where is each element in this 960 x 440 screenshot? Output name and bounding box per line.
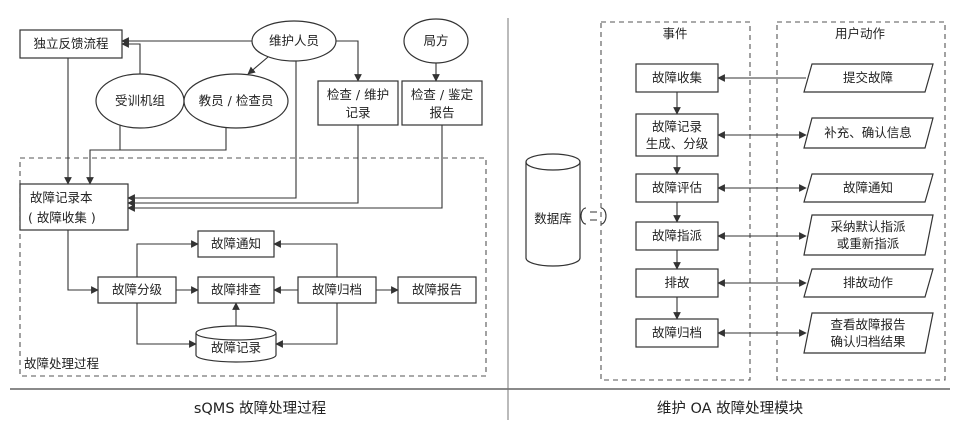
right-caption: 维护 OA 故障处理模块 (657, 399, 804, 417)
svg-text:故障通知: 故障通知 (843, 180, 893, 195)
svg-text:故障归档: 故障归档 (652, 325, 702, 340)
action-assign: 采纳默认指派 或重新指派 (803, 214, 934, 256)
svg-text:故障分级: 故障分级 (112, 282, 163, 297)
action-view-report: 查看故障报告 确认归档结果 (803, 312, 934, 354)
svg-text:故障收集: 故障收集 (652, 70, 703, 85)
svg-text:故障评估: 故障评估 (652, 180, 702, 195)
user-actions-header: 用户动作 (835, 26, 886, 41)
svg-text:( 故障收集 ): ( 故障收集 ) (28, 210, 96, 225)
svg-text:维护人员: 维护人员 (269, 33, 319, 48)
svg-text:检查 / 维护: 检查 / 维护 (327, 87, 389, 102)
svg-text:故障通知: 故障通知 (211, 236, 261, 251)
event-fault-collect: 故障收集 (635, 63, 719, 93)
events-column (600, 21, 751, 381)
svg-text:报告: 报告 (429, 105, 454, 120)
fault-report-box: 故障报告 (397, 276, 477, 304)
event-fault-archive: 故障归档 (635, 318, 719, 348)
svg-text:生成、分级: 生成、分级 (646, 136, 709, 151)
svg-text:排故: 排故 (664, 275, 690, 290)
independent-feedback-box: 独立反馈流程 (19, 29, 123, 59)
svg-text:补充、确认信息: 补充、确认信息 (824, 125, 912, 140)
action-event-arrows (717, 74, 807, 337)
maintenance-staff-node: 维护人员 (251, 20, 337, 62)
svg-text:提交故障: 提交故障 (843, 70, 893, 85)
svg-text:故障指派: 故障指派 (652, 228, 703, 243)
link-icon (580, 207, 607, 225)
check-report-box: 检查 / 鉴定 报告 (401, 80, 483, 126)
events-header: 事件 (662, 26, 687, 41)
fault-record-book-box: 故障记录本 ( 故障收集 ) (19, 183, 129, 231)
trained-crew-node: 受训机组 (95, 73, 185, 129)
svg-text:局方: 局方 (423, 33, 448, 48)
svg-text:确认归档结果: 确认归档结果 (830, 334, 906, 349)
fault-archive-box: 故障归档 (297, 276, 377, 304)
left-caption: sQMS 故障处理过程 (194, 399, 326, 417)
svg-text:检查 / 鉴定: 检查 / 鉴定 (411, 87, 473, 102)
instructor-node: 教员 / 检查员 (183, 73, 289, 129)
event-troubleshoot: 排故 (635, 268, 719, 298)
database-node: 数据库 (525, 153, 581, 267)
svg-text:故障排查: 故障排查 (211, 282, 262, 297)
svg-text:教员 / 检查员: 教员 / 检查员 (199, 93, 274, 108)
svg-text:数据库: 数据库 (534, 211, 572, 226)
svg-text:故障归档: 故障归档 (312, 282, 362, 297)
fault-classify-box: 故障分级 (97, 276, 177, 304)
action-submit-fault: 提交故障 (803, 63, 934, 93)
action-supplement-confirm: 补充、确认信息 (803, 117, 934, 149)
check-record-box: 检查 / 维护 记录 (317, 80, 399, 126)
event-fault-evaluate: 故障评估 (635, 173, 719, 203)
svg-text:故障记录本: 故障记录本 (30, 190, 93, 205)
svg-text:查看故障报告: 查看故障报告 (830, 317, 905, 332)
svg-text:故障记录: 故障记录 (652, 119, 702, 134)
event-fault-assign: 故障指派 (635, 221, 719, 251)
svg-text:或重新指派: 或重新指派 (837, 236, 900, 251)
fault-record-db: 故障记录 (195, 325, 277, 363)
user-actions-column (776, 21, 946, 381)
svg-text:受训机组: 受训机组 (115, 93, 165, 108)
left-connectors (64, 37, 443, 348)
event-fault-record: 故障记录 生成、分级 (635, 113, 719, 157)
action-troubleshoot: 排故动作 (803, 268, 934, 298)
svg-text:采纳默认指派: 采纳默认指派 (830, 219, 906, 234)
process-area-label: 故障处理过程 (24, 356, 100, 371)
svg-text:故障报告: 故障报告 (412, 282, 462, 297)
svg-text:排故动作: 排故动作 (843, 275, 894, 290)
fault-troubleshoot-box: 故障排查 (197, 276, 275, 304)
svg-text:独立反馈流程: 独立反馈流程 (33, 36, 109, 51)
bureau-node: 局方 (403, 18, 469, 64)
svg-text:故障记录: 故障记录 (211, 340, 261, 355)
fault-notice-box: 故障通知 (197, 230, 275, 258)
svg-text:记录: 记录 (345, 105, 370, 120)
action-fault-notice: 故障通知 (803, 173, 934, 203)
